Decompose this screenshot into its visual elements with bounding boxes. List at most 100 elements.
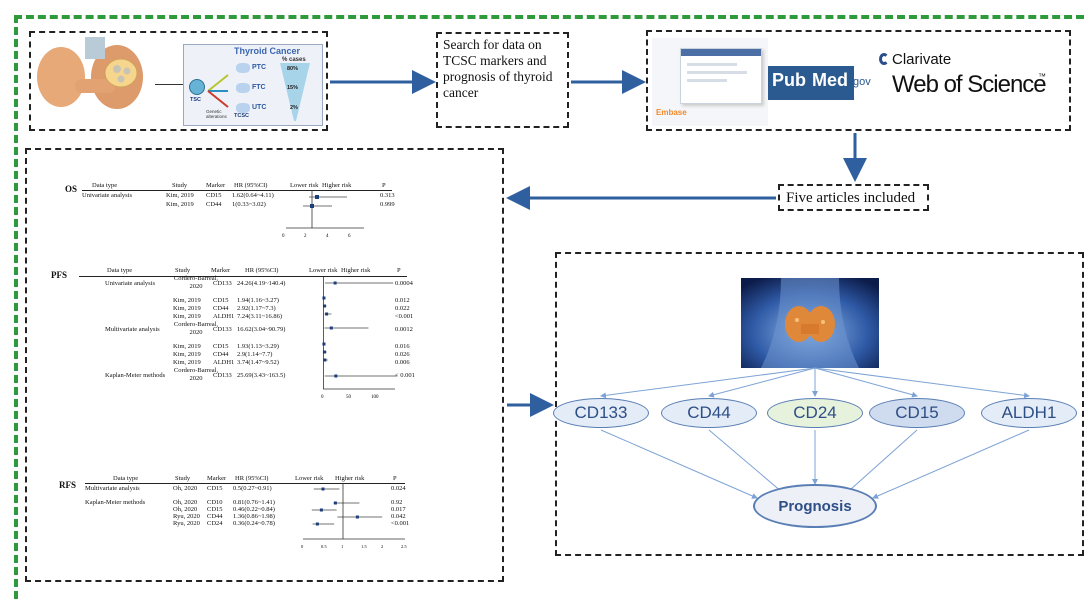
table-row: Univariate analysis Kim, 2019 CD15 1.62(… bbox=[82, 192, 395, 200]
arrows-icon bbox=[207, 74, 229, 108]
clarivate-text: Clarivate bbox=[892, 51, 952, 68]
tcsc-label: TCSC bbox=[234, 113, 249, 119]
embase-window bbox=[680, 48, 762, 104]
rfs-point bbox=[319, 508, 323, 512]
pfs-header-study: Study bbox=[175, 267, 191, 274]
rfs-header-p: P bbox=[393, 475, 397, 482]
connector-neck-to-cd44 bbox=[708, 367, 816, 398]
os-row-marker: CD15 bbox=[206, 192, 222, 199]
search-text: Search for data on TCSC markers and prog… bbox=[443, 37, 553, 100]
forest-plot-box: OS Data type Study Marker HR (95%CI) Low… bbox=[25, 148, 504, 582]
pfs-row-study: Cordero-Barreal, 2020 bbox=[173, 275, 219, 290]
pfs-row-study: Kim, 2019 bbox=[173, 343, 201, 350]
os-point bbox=[315, 195, 319, 199]
pfs-tick: 0 bbox=[321, 395, 324, 400]
table-row: Univariate analysis Cordero-Barreal, 2020… bbox=[79, 275, 413, 290]
pfs-row-type: Univariate analysis bbox=[105, 280, 155, 287]
rfs-row-study: Oh, 2020 bbox=[173, 506, 198, 513]
pfs-point bbox=[325, 312, 329, 316]
pfs-row-hr: 25.69(3.43~163.5) bbox=[237, 372, 286, 379]
subtype-utc-label: UTC bbox=[252, 104, 267, 111]
tsc-cell-icon bbox=[189, 79, 205, 95]
rfs-label: RFS bbox=[59, 480, 77, 490]
rfs-row-study: Ryu, 2020 bbox=[173, 513, 200, 520]
os-header-marker: Marker bbox=[206, 182, 226, 189]
pfs-row-p: 0.0004 bbox=[395, 280, 413, 287]
marker-label-cd24: CD24 bbox=[793, 403, 837, 422]
rfs-row-type: Multivariate analysis bbox=[85, 485, 140, 492]
os-row-p: 0.313 bbox=[380, 192, 395, 199]
search-box: Search for data on TCSC markers and prog… bbox=[436, 32, 569, 128]
rfs-row-study: Ryu, 2020 bbox=[173, 520, 200, 527]
pfs-point bbox=[323, 358, 327, 362]
rfs-row-hr: 0.5(0.27~0.91) bbox=[233, 485, 272, 492]
embase-window-line bbox=[687, 71, 747, 74]
rfs-table: Data type Study Marker HR (95%CI) Lower … bbox=[85, 475, 409, 555]
rfs-row-hr: 1.36(0.86~1.98) bbox=[233, 513, 275, 520]
genetic-label: Genetic alterations bbox=[206, 109, 227, 119]
rfs-header-marker: Marker bbox=[207, 475, 227, 482]
pfs-row-type: Kaplan-Meier methods bbox=[105, 372, 166, 379]
rfs-row-p: 0.92 bbox=[391, 499, 403, 506]
table-row: Kim, 2019 CD44 1(0.33~3.02) 0.999 bbox=[82, 201, 395, 209]
marker-ellipse-aldh1: ALDH1 bbox=[981, 398, 1077, 428]
rfs-row-study: Oh, 2020 bbox=[173, 485, 198, 492]
clarivate-icon bbox=[879, 53, 889, 65]
os-row-hr: 1.62(0.64~4.11) bbox=[232, 192, 274, 199]
rfs-header-hr: HR (95%CI) bbox=[235, 475, 269, 482]
pfs-row-study: Kim, 2019 bbox=[173, 297, 201, 304]
pfs-row-p: 0.012 bbox=[395, 297, 410, 304]
os-label: OS bbox=[65, 184, 78, 194]
subtype-ptc-icon bbox=[236, 63, 250, 73]
embase-screenshot: Embase bbox=[652, 38, 768, 126]
rfs-header-rule bbox=[85, 483, 405, 484]
pubmed-text-med: Med bbox=[812, 70, 848, 90]
pfs-row-hr: 7.24(3.11~16.86) bbox=[237, 313, 282, 320]
marker-ellipse-cd44: CD44 bbox=[661, 398, 757, 428]
os-header-higher: Higher risk bbox=[322, 182, 352, 189]
os-tick: 4 bbox=[326, 234, 329, 238]
pfs-row-hr: 2.9(1.14~7.7) bbox=[237, 351, 273, 358]
pfs-header-higher: Higher risk bbox=[341, 267, 371, 274]
pfs-row-hr: 1.93(1.13~3.29) bbox=[237, 343, 279, 350]
connector-neck-to-cd15 bbox=[814, 367, 918, 398]
pfs-row-marker: CD15 bbox=[213, 297, 229, 304]
pfs-row-marker: CD44 bbox=[213, 305, 229, 312]
pfs-point bbox=[329, 326, 333, 330]
rfs-row-hr: 0.46(0.22~0.84) bbox=[233, 506, 275, 513]
embase-logo-text: Embase bbox=[656, 108, 687, 117]
os-header-type: Data type bbox=[92, 182, 118, 189]
pfs-row-study: Cordero-Barreal, 2020 bbox=[173, 367, 219, 382]
os-header-study: Study bbox=[172, 182, 188, 189]
pfs-tick: 50 bbox=[346, 395, 352, 400]
marker-ellipse-cd133: CD133 bbox=[553, 398, 649, 428]
marker-connector-lines bbox=[600, 367, 1030, 499]
connector-cd15-to-prognosis bbox=[840, 429, 918, 499]
pfs-header-hr: HR (95%CI) bbox=[245, 267, 279, 274]
pfs-row-marker: CD133 bbox=[213, 280, 232, 287]
rfs-tick: 1 bbox=[341, 544, 343, 549]
rfs-header-lower: Lower risk bbox=[295, 475, 324, 482]
rfs-row-marker: CD24 bbox=[207, 520, 223, 527]
rfs-point bbox=[355, 515, 359, 519]
thyroid-cancer-panel: Thyroid Cancer % cases TSC Genetic alter… bbox=[29, 31, 328, 131]
rfs-row-hr: 0.81(0.76~1.41) bbox=[233, 499, 275, 506]
os-row-study: Kim, 2019 bbox=[166, 192, 194, 199]
embase-window-line bbox=[687, 79, 727, 82]
thyroid-subtype-inner: Thyroid Cancer % cases TSC Genetic alter… bbox=[183, 44, 323, 126]
subtype-ftc-label: FTC bbox=[252, 84, 266, 91]
os-table: Data type Study Marker HR (95%CI) Lower … bbox=[82, 182, 395, 240]
subtype-ptc-pct: 80% bbox=[287, 66, 299, 72]
connector-neck-to-cd133 bbox=[600, 367, 816, 399]
rfs-tick: 0 bbox=[301, 544, 304, 549]
connector-cd133-to-prognosis bbox=[600, 429, 758, 499]
pfs-point bbox=[334, 374, 338, 378]
